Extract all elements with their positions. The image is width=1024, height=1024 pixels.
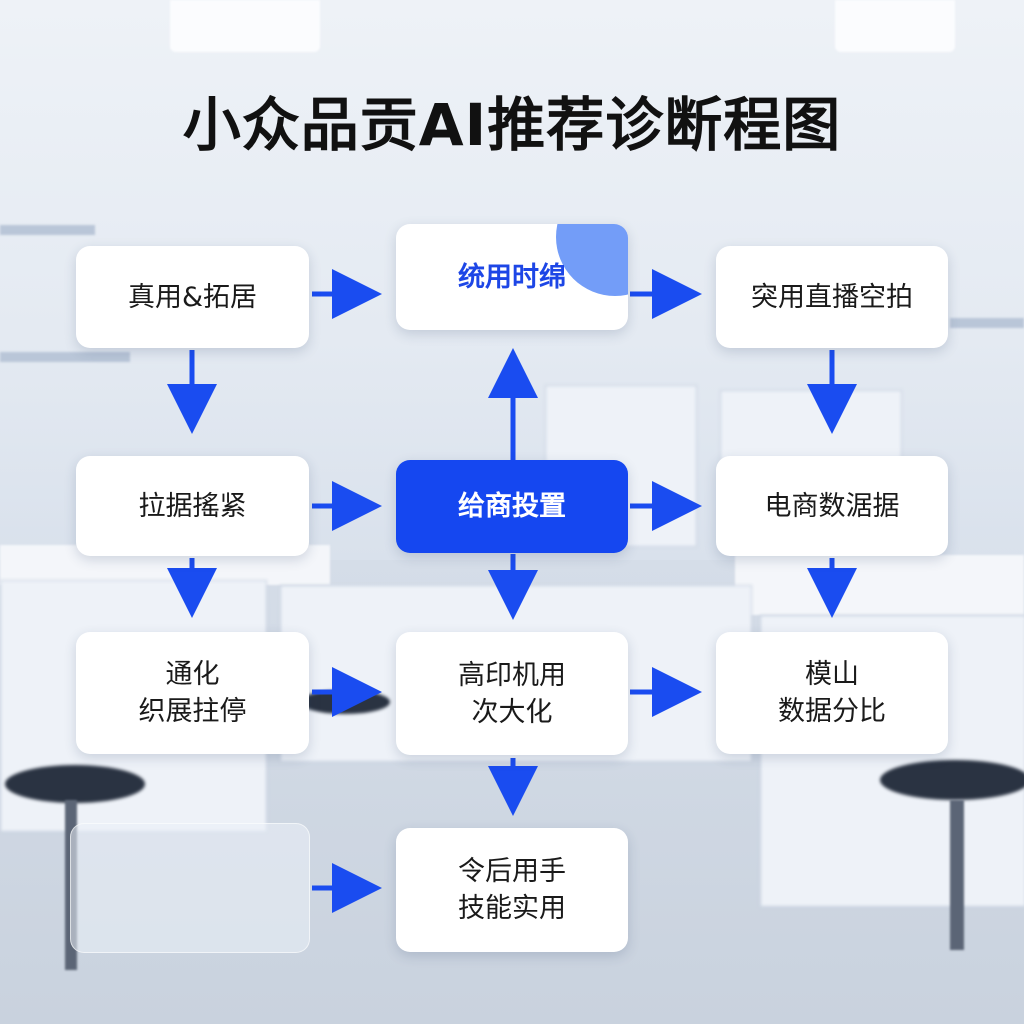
node-n8: 高印机用 次大化: [396, 632, 628, 755]
node-n1: 真用&拓居: [76, 246, 309, 348]
node-n7: 通化 织展拄停: [76, 632, 309, 754]
node-n2-corner-accent: [556, 224, 628, 296]
diagram-title: 小众品贡AI推荐诊断程图: [182, 91, 842, 159]
node-n11-line-2: 技能实用: [458, 893, 566, 924]
node-n2-line-1: 统用时绵: [458, 261, 566, 293]
node-n3-line-1: 突用直播空拍: [751, 281, 913, 313]
node-n8-line-2: 次大化: [471, 696, 553, 728]
node-n10-empty: [70, 823, 310, 953]
node-n4: 拉据搖紧: [76, 456, 309, 556]
node-n4-line-1: 拉据搖紧: [138, 490, 247, 522]
node-n11-line-1: 令后用手: [458, 856, 566, 887]
node-n5: 给商投置: [396, 460, 628, 553]
node-n3: 突用直播空拍: [716, 246, 948, 348]
node-n7-line-2: 织展拄停: [138, 696, 247, 727]
node-n2: 统用时绵: [396, 224, 628, 330]
node-n11: 令后用手 技能实用: [396, 828, 628, 952]
node-n8-line-1: 高印机用: [458, 659, 566, 691]
node-n7-line-1: 通化: [165, 659, 220, 690]
node-n9-line-1: 模山: [805, 659, 859, 690]
node-n9-line-2: 数据分比: [778, 696, 886, 727]
node-n9: 模山 数据分比: [716, 632, 948, 754]
node-n6-line-1: 电商数涺据: [764, 490, 900, 522]
node-n6: 电商数涺据: [716, 456, 948, 556]
node-n5-line-1: 给商投置: [458, 491, 566, 522]
node-n1-line-1: 真用&拓居: [127, 281, 258, 313]
